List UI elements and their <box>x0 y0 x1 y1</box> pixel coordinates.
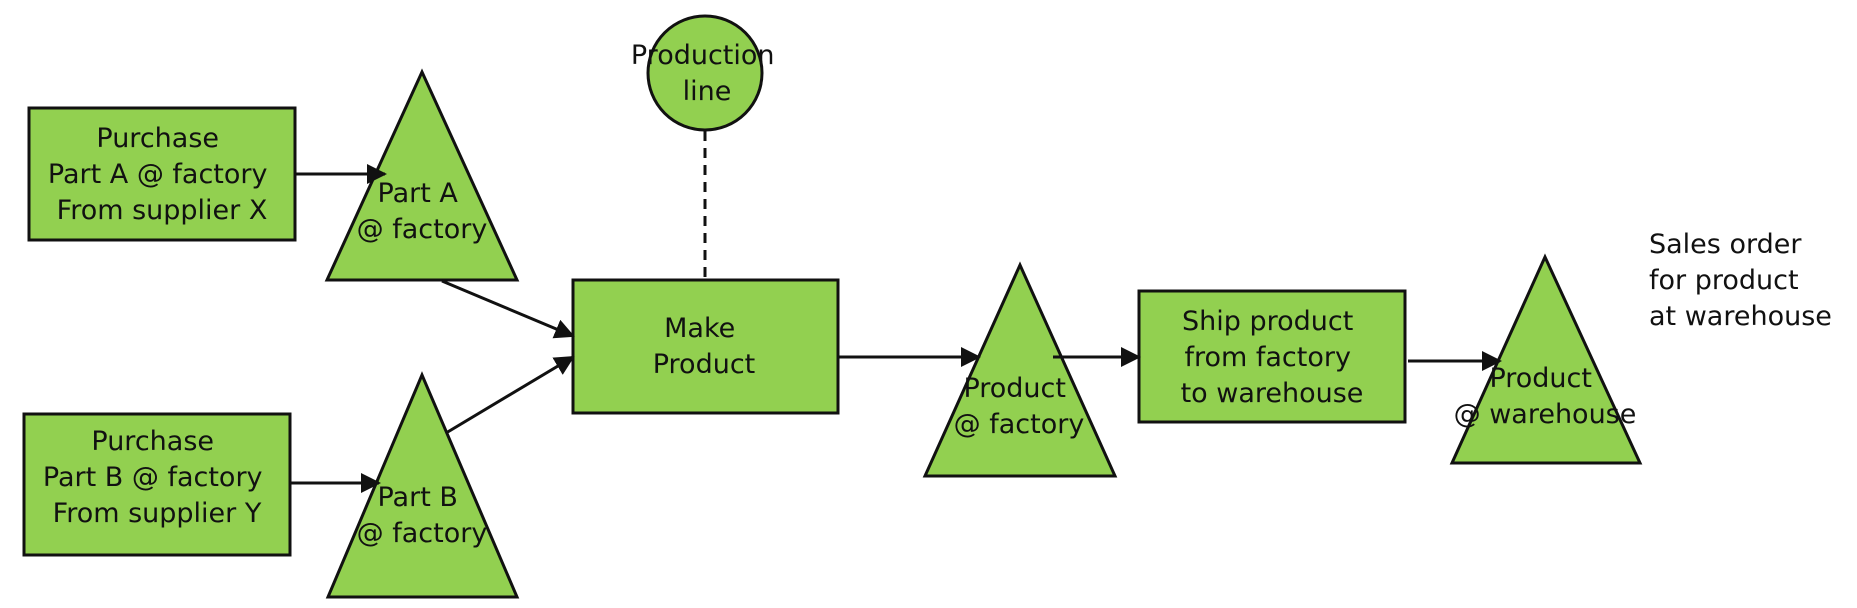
label-purchase-part-b: Purchase Part B @ factory From supplier … <box>43 426 271 529</box>
label-inventory-part-a: Part A @ factory <box>357 178 488 245</box>
node-make-product[interactable] <box>571 278 840 415</box>
label-inventory-product-warehouse: Product @ warehouse <box>1454 363 1637 430</box>
label-resource-production-line: Production line <box>631 40 783 107</box>
label-inventory-part-b: Part B @ factory <box>357 482 488 549</box>
node-inventory-part-a[interactable] <box>324 68 520 282</box>
node-ship-product[interactable] <box>1137 289 1407 424</box>
label-ship-product: Ship product from factory to warehouse <box>1181 306 1364 409</box>
label-make-product: Make Product <box>653 313 756 380</box>
edge-part-b-to-make-product <box>445 355 575 435</box>
annotation-sales-order: Sales order for product at warehouse <box>1649 229 1832 332</box>
node-resource-production-line[interactable] <box>646 14 764 132</box>
node-purchase-part-b[interactable] <box>22 412 292 557</box>
edge-part-a-to-make-product <box>441 279 575 339</box>
label-inventory-product-factory: Product @ factory <box>954 373 1085 440</box>
node-inventory-product-factory[interactable] <box>922 261 1118 478</box>
label-purchase-part-a: Purchase Part A @ factory From supplier … <box>48 123 276 226</box>
